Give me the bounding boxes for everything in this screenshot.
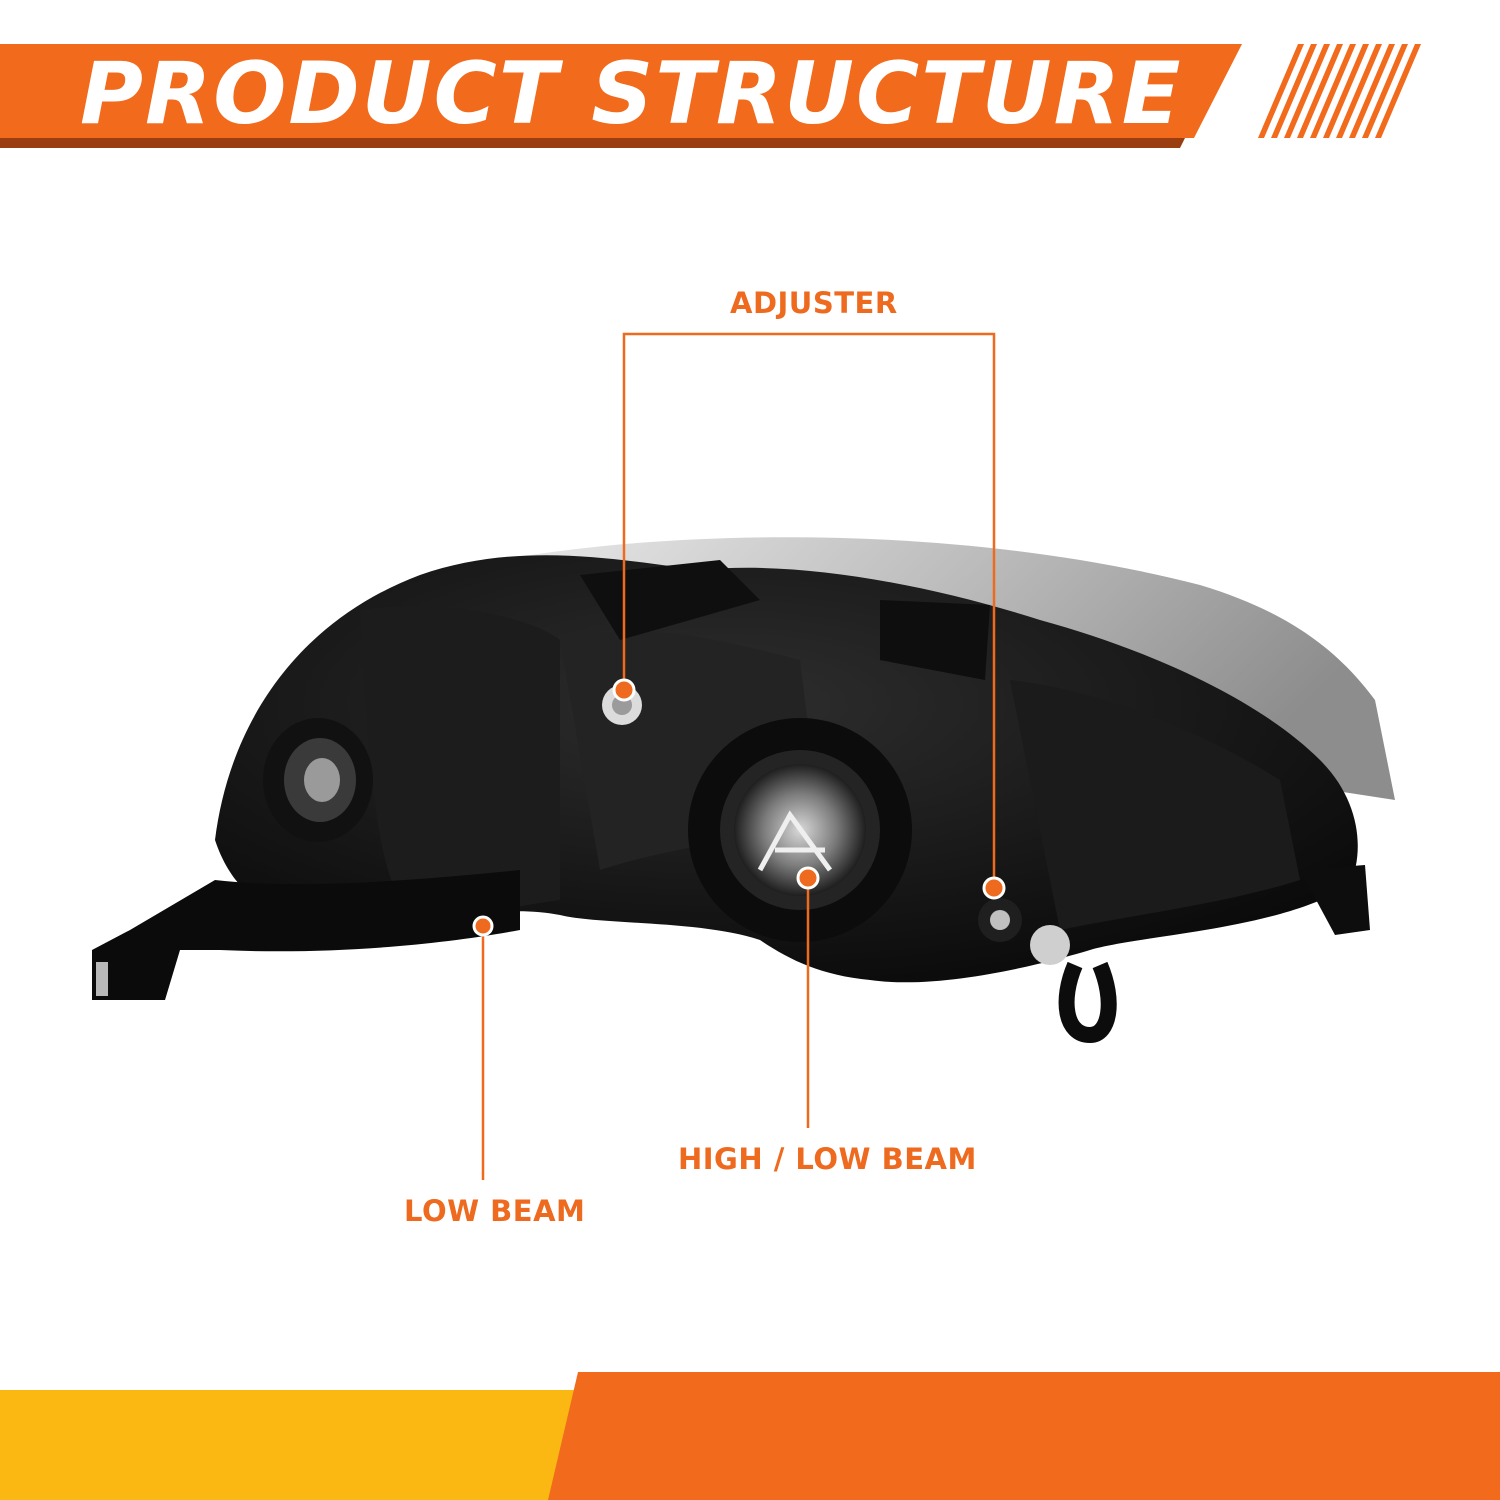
footer-bar bbox=[0, 1372, 1500, 1500]
banner-stripe bbox=[1310, 44, 1356, 138]
callout-label-high-low-beam: HIGH / LOW BEAM bbox=[678, 1142, 977, 1176]
low-beam-dot bbox=[472, 915, 494, 937]
low-beam-socket bbox=[263, 718, 373, 842]
banner-stripes bbox=[1258, 44, 1421, 138]
adjuster-dot-top bbox=[612, 678, 636, 702]
high-low-beam-socket bbox=[688, 718, 912, 942]
banner-stripe bbox=[1271, 44, 1317, 138]
banner-stripe bbox=[1336, 44, 1382, 138]
callout-label-adjuster: ADJUSTER bbox=[730, 286, 898, 320]
banner-bar bbox=[0, 44, 1242, 138]
connector-arm bbox=[92, 870, 520, 1000]
mount-tab-right bbox=[1058, 865, 1370, 1044]
banner-stripe bbox=[1297, 44, 1343, 138]
header-banner bbox=[0, 44, 1421, 148]
callout-lines bbox=[481, 332, 996, 1180]
footer-yellow-band bbox=[0, 1390, 600, 1500]
high-low-dot bbox=[796, 866, 820, 890]
banner-stripe bbox=[1258, 44, 1304, 138]
banner-stripe bbox=[1362, 44, 1408, 138]
page-title: PRODUCT STRUCTURE bbox=[80, 44, 1183, 144]
adjuster-dot-right bbox=[982, 876, 1006, 900]
footer-orange-band bbox=[548, 1372, 1500, 1500]
banner-stripe bbox=[1323, 44, 1369, 138]
adjuster-leader-line bbox=[622, 332, 996, 888]
adjuster-screw-right bbox=[978, 898, 1070, 965]
banner-stripe bbox=[1375, 44, 1421, 138]
headlamp-lens bbox=[500, 537, 1395, 800]
banner-stripe bbox=[1349, 44, 1395, 138]
callout-dots bbox=[472, 678, 1006, 937]
banner-stripe bbox=[1284, 44, 1330, 138]
callout-label-low-beam: LOW BEAM bbox=[404, 1194, 586, 1228]
